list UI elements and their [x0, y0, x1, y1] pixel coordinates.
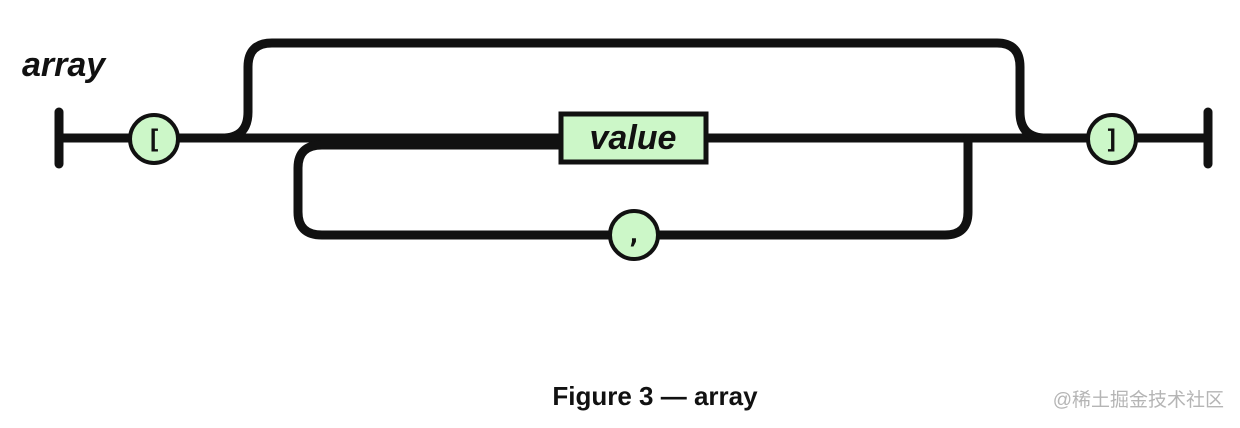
diagram-title: array [22, 46, 106, 84]
comma-node: , [608, 209, 660, 261]
close-bracket-label: ] [1104, 125, 1120, 155]
comma-label: , [626, 220, 642, 250]
close-bracket-node: ] [1086, 113, 1138, 165]
figure-caption: Figure 3 — array [552, 381, 758, 411]
comma-loop-rail [293, 133, 973, 240]
empty-array-bypass-rail [217, 38, 1051, 143]
watermark: @稀土掘金技术社区 [1052, 390, 1224, 411]
value-node: value [558, 111, 709, 165]
open-bracket-node: [ [128, 113, 180, 165]
open-bracket-label: [ [146, 125, 162, 155]
value-label: value [590, 119, 677, 157]
